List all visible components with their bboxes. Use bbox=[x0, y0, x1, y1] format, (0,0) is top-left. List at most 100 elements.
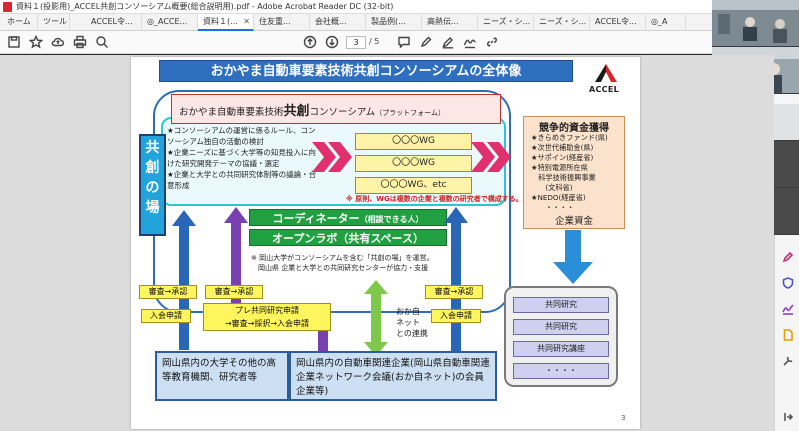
fill-sign-tool[interactable] bbox=[782, 303, 794, 315]
pre-research-route-arrow bbox=[224, 207, 328, 357]
tab-document-active[interactable]: 資料１(... ✕ bbox=[198, 14, 254, 31]
protect-tool[interactable] bbox=[782, 277, 794, 289]
tab-document[interactable]: 製品例(... bbox=[366, 14, 422, 31]
office-room-image bbox=[712, 0, 799, 46]
tab-label: 会社概... bbox=[315, 17, 347, 26]
highlight-button[interactable] bbox=[418, 34, 434, 50]
comment-button[interactable] bbox=[396, 34, 412, 50]
wg-note: ※ 原則、WGは複数の企業と複数の研究者で構成する。 bbox=[346, 195, 523, 203]
tab-label: 製品例(... bbox=[371, 17, 406, 26]
right-tools-panel bbox=[774, 235, 799, 431]
video-tile[interactable] bbox=[712, 0, 799, 46]
wg-box: 〇〇〇WG、etc bbox=[355, 177, 472, 194]
tab-document[interactable]: ACCEL令... bbox=[590, 14, 646, 31]
wg-box: 〇〇〇WG bbox=[355, 133, 472, 150]
slide-page-number: 3 bbox=[621, 414, 626, 422]
tab-label: ACCEL令... bbox=[595, 17, 637, 26]
research-item: 共同研究 bbox=[513, 297, 609, 313]
bullet-item: ★企業と大学との共同研究体制等の議論・合意形成 bbox=[167, 170, 317, 190]
page-total: / 5 bbox=[369, 37, 380, 46]
upload-button[interactable] bbox=[50, 34, 66, 50]
window-title: 資料１(投影用)_ACCEL共創コンソーシアム概要(総合説明用).pdf - A… bbox=[16, 2, 394, 11]
cloud-upload-icon bbox=[51, 37, 65, 47]
funding-list: ★きらめきファンド(県) ★次世代補助金(県) ★サポイン(経産省) ★特別電源… bbox=[531, 133, 608, 213]
funding-item: ★サポイン(経産省) bbox=[531, 153, 594, 162]
platform-title-keyword: 共創 bbox=[283, 104, 310, 119]
next-page-button[interactable] bbox=[324, 34, 340, 50]
tools-icon bbox=[783, 356, 793, 366]
platform-title-sub: （プラットフォーム） bbox=[375, 109, 445, 117]
company-funds-label: 企業資金 bbox=[554, 216, 593, 227]
tab-label: ACCEL令... bbox=[91, 17, 133, 26]
arrow-down-icon bbox=[553, 230, 593, 284]
funding-title: 競争的資金獲得 bbox=[539, 123, 609, 134]
zoom-search-button[interactable] bbox=[94, 34, 110, 50]
tab-label: ニーズ・シ... bbox=[539, 17, 587, 26]
review-approve-box: 審査→承認 bbox=[205, 285, 263, 299]
tab-label: ◎_ACCE... bbox=[147, 17, 188, 26]
save-button[interactable] bbox=[6, 34, 22, 50]
sign-button[interactable] bbox=[462, 34, 478, 50]
tab-label: 住友重... bbox=[259, 17, 291, 26]
admission-application-box: 入会申請 bbox=[431, 309, 481, 323]
export-pdf-tool[interactable] bbox=[782, 329, 794, 341]
bookmark-button[interactable] bbox=[28, 34, 44, 50]
close-icon[interactable]: ✕ bbox=[243, 17, 250, 26]
research-item: ・・・・ bbox=[513, 363, 609, 379]
share-button[interactable] bbox=[484, 34, 500, 50]
tab-label: 高熱伝... bbox=[427, 17, 459, 26]
tab-document[interactable]: 住友重... bbox=[254, 14, 310, 31]
print-button[interactable] bbox=[72, 34, 88, 50]
coordinator-label: コーディネーター bbox=[272, 212, 360, 225]
platform-title-suffix: コンソーシアム bbox=[309, 107, 376, 118]
review-approve-box: 審査→承認 bbox=[139, 285, 197, 299]
printer-icon bbox=[73, 35, 87, 49]
tab-document[interactable]: ニーズ・シ... bbox=[534, 14, 590, 31]
edit-button[interactable] bbox=[440, 34, 456, 50]
more-tools[interactable] bbox=[782, 355, 794, 367]
tab-document[interactable]: ◎_A bbox=[646, 14, 686, 31]
bullet-item: ★企業ニーズに基づく大学等の知見投入に向けた研究開発テーマの協議・選定 bbox=[167, 148, 316, 168]
pdf-page: おかやま自動車要素技術共創コンソーシアムの全体像 ACCEL おかやま自動車要素… bbox=[131, 57, 640, 429]
funding-item: ★次世代補助金(県) bbox=[531, 143, 594, 152]
activity-bullets: ★コンソーシアムの運営に係るルール、コンソーシアム独自の活動の検討 ★企業ニーズ… bbox=[167, 125, 317, 191]
tab-label: ◎_A bbox=[651, 17, 668, 26]
acrobat-app-icon bbox=[3, 2, 12, 12]
double-arrow-icon bbox=[364, 280, 388, 356]
collapse-icon bbox=[784, 413, 794, 421]
operation-note: ※ 岡山大学がコンソーシアムを含む「共創の場」を運営。 岡山県 企業と大学との共… bbox=[251, 254, 434, 272]
comment-icon bbox=[398, 36, 410, 49]
platform-title: おかやま自動車要素技術共創コンソーシアム（プラットフォーム） bbox=[179, 100, 445, 119]
funding-item: ・・・・ bbox=[531, 203, 575, 212]
document-icon bbox=[783, 329, 793, 341]
tab-document[interactable]: ニーズ・シ... bbox=[478, 14, 534, 31]
arrow-up-icon bbox=[444, 207, 468, 352]
tab-document[interactable]: 会社概... bbox=[310, 14, 366, 31]
chevron-arrow-icon bbox=[471, 142, 511, 172]
companies-box: 岡山県内の自動車関連企業(岡山県自動車関連企業ネットワーク会議(おか自ネット)の… bbox=[289, 351, 497, 401]
coordinator-sub: （相談できる人） bbox=[359, 215, 424, 224]
tab-document[interactable]: ◎_ACCE... bbox=[142, 14, 198, 31]
previous-page-button[interactable] bbox=[302, 34, 318, 50]
page-number-input[interactable]: 3 bbox=[346, 36, 366, 49]
arrow-up-icon bbox=[172, 210, 196, 350]
platform-title-prefix: おかやま自動車要素技術 bbox=[179, 107, 284, 118]
openlab-bar: オープンラボ（共有スペース） bbox=[249, 229, 447, 246]
funding-item: ★特別電源所在県 bbox=[531, 163, 588, 172]
tab-document[interactable]: ACCEL令... bbox=[86, 14, 142, 31]
pen-icon bbox=[782, 251, 794, 263]
arrow-up-circle-icon bbox=[303, 35, 317, 49]
edit-pdf-tool[interactable] bbox=[782, 251, 794, 263]
tab-home[interactable]: ホーム bbox=[2, 14, 38, 31]
window-titlebar: 資料１(投影用)_ACCEL共創コンソーシアム概要(総合説明用).pdf - A… bbox=[0, 0, 712, 14]
arrow-down-circle-icon bbox=[325, 35, 339, 49]
tab-label: 資料１(... bbox=[203, 17, 238, 26]
funding-box bbox=[523, 116, 625, 229]
tab-document[interactable]: 高熱伝... bbox=[422, 14, 478, 31]
edit-pen-icon bbox=[442, 37, 453, 49]
tab-tools[interactable]: ツール bbox=[38, 14, 70, 31]
funding-item: (文科省) bbox=[531, 183, 573, 192]
save-icon bbox=[8, 36, 20, 48]
shield-icon bbox=[782, 277, 794, 289]
panel-collapse[interactable] bbox=[782, 411, 794, 423]
